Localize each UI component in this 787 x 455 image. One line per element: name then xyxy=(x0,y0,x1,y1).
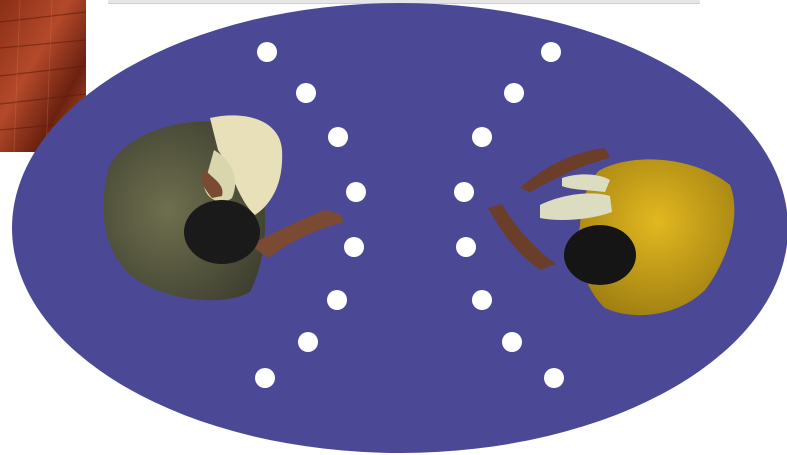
left-dot-6 xyxy=(327,290,347,310)
left-dot-7 xyxy=(298,332,318,352)
right-dot-7 xyxy=(502,332,522,352)
left-dot-5 xyxy=(344,237,364,257)
right-dot-2 xyxy=(504,83,524,103)
left-dot-1 xyxy=(257,42,277,62)
left-dot-8 xyxy=(255,368,275,388)
right-dot-8 xyxy=(544,368,564,388)
right-dot-6 xyxy=(472,290,492,310)
left-dot-3 xyxy=(328,127,348,147)
right-dot-5 xyxy=(456,237,476,257)
left-dot-2 xyxy=(296,83,316,103)
right-dot-1 xyxy=(541,42,561,62)
right-dot-4 xyxy=(454,182,474,202)
right-dot-3 xyxy=(472,127,492,147)
left-dot-4 xyxy=(346,182,366,202)
